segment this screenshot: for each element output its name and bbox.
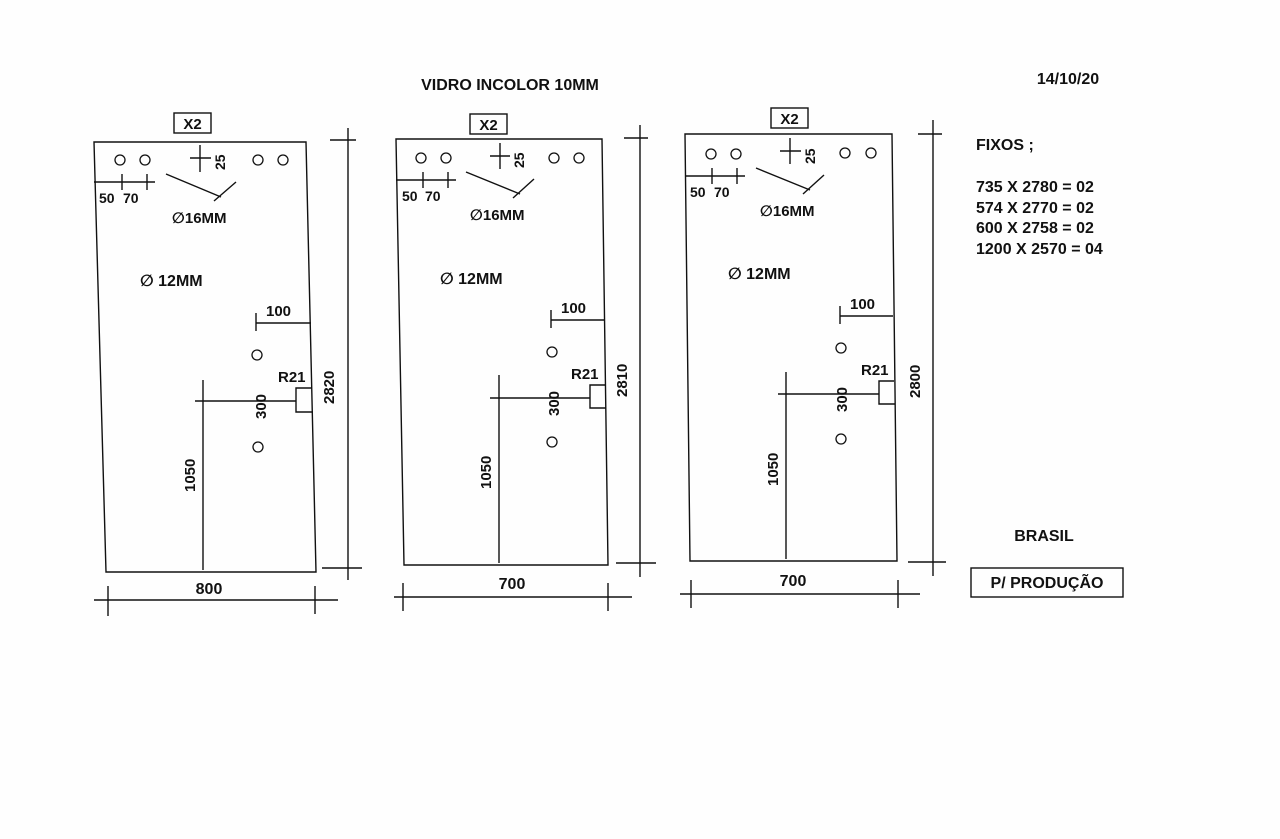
hole-spacing-label-70: 70 <box>714 184 730 200</box>
top-hole-right-2 <box>277 154 289 166</box>
leader-line <box>802 174 825 195</box>
handle-spacing-label: 300 <box>834 387 851 412</box>
hole-spacing-label-50: 50 <box>99 190 115 206</box>
fixos-heading: FIXOS ; <box>976 137 1034 154</box>
top-hole-right-1 <box>839 147 851 159</box>
leader-line <box>465 171 521 195</box>
fixed-panels-list: FIXOS ; 735 X 2780 = 02 574 X 2770 = 02 … <box>976 137 1103 258</box>
top-hole-left-2 <box>730 148 742 160</box>
top-hole-left-2 <box>440 152 452 164</box>
fixos-item-4: 1200 X 2570 = 04 <box>976 241 1103 258</box>
radius-label: R21 <box>278 369 306 386</box>
handle-hole-bottom <box>546 436 558 448</box>
panel-outline <box>684 133 898 562</box>
top-hole-left-1 <box>415 152 427 164</box>
radius-label: R21 <box>861 362 889 379</box>
top-hole-right-2 <box>573 152 585 164</box>
panel-height-label: 2800 <box>907 365 924 398</box>
notch-r21 <box>589 384 606 409</box>
fixos-item-3: 600 X 2758 = 02 <box>976 220 1094 237</box>
top-hole-left-1 <box>705 148 717 160</box>
glass-panel-3: X2 50 70 25 ∅16MM ∅ 12MM 100 R21 <box>680 107 946 608</box>
notch-r21 <box>295 387 313 413</box>
quantity-label: X2 <box>479 117 497 134</box>
panel-height-label: 2820 <box>321 371 338 404</box>
handle-height-label: 1050 <box>765 453 782 486</box>
panel-outline <box>93 141 317 573</box>
fixos-item-1: 735 X 2780 = 02 <box>976 179 1094 196</box>
leader-line <box>165 173 222 198</box>
handle-hole-top <box>546 346 558 358</box>
top-hole-right-2 <box>865 147 877 159</box>
quantity-box <box>173 112 212 134</box>
leader-line <box>512 178 535 199</box>
handle-hole-top <box>251 349 263 361</box>
glass-panel-1: X2 50 70 25 ∅16MM ∅ 12MM 100 <box>93 112 362 616</box>
top-hole-right-1 <box>252 154 264 166</box>
production-stamp-box <box>970 567 1124 598</box>
big-hole-label: ∅16MM <box>470 207 525 224</box>
handle-hole-bottom <box>835 433 847 445</box>
small-hole-label: ∅ 12MM <box>440 271 503 288</box>
big-hole-label: ∅16MM <box>172 210 227 227</box>
top-offset-label: 25 <box>212 154 228 170</box>
handle-spacing-label: 300 <box>546 391 563 416</box>
edge-offset-label: 100 <box>266 303 291 320</box>
handle-height-label: 1050 <box>478 456 495 489</box>
production-stamp: P/ PRODUÇÃO <box>991 572 1104 592</box>
panel-outline <box>395 138 609 566</box>
panel-width-label: 700 <box>499 576 526 593</box>
radius-label: R21 <box>571 366 599 383</box>
panel-height-label: 2810 <box>614 364 631 397</box>
quantity-box <box>469 113 508 135</box>
top-hole-left-2 <box>139 154 151 166</box>
glass-panel-2: X2 50 70 25 ∅16MM ∅ 12MM 100 R21 <box>394 113 656 611</box>
leader-line <box>213 181 237 202</box>
fixos-item-2: 574 X 2770 = 02 <box>976 200 1094 217</box>
edge-offset-label: 100 <box>850 296 875 313</box>
leader-line <box>755 167 811 191</box>
hole-spacing-label-70: 70 <box>123 190 139 206</box>
small-hole-label: ∅ 12MM <box>728 266 791 283</box>
handle-spacing-label: 300 <box>253 394 270 419</box>
handle-hole-bottom <box>252 441 264 453</box>
edge-offset-label: 100 <box>561 300 586 317</box>
top-hole-right-1 <box>548 152 560 164</box>
panel-width-label: 700 <box>780 573 807 590</box>
small-hole-label: ∅ 12MM <box>140 273 203 290</box>
hole-spacing-label-50: 50 <box>402 188 418 204</box>
quantity-label: X2 <box>780 111 798 128</box>
handle-height-label: 1050 <box>182 459 199 492</box>
big-hole-label: ∅16MM <box>760 203 815 220</box>
handle-hole-top <box>835 342 847 354</box>
quantity-label: X2 <box>183 116 201 133</box>
hole-spacing-label-50: 50 <box>690 184 706 200</box>
top-offset-label: 25 <box>802 148 818 164</box>
sheet-title: VIDRO INCOLOR 10MM <box>421 77 599 94</box>
panel-width-label: 800 <box>196 581 223 598</box>
notch-r21 <box>878 380 895 405</box>
quantity-box <box>770 107 809 129</box>
top-offset-label: 25 <box>511 152 527 168</box>
hole-spacing-label-70: 70 <box>425 188 441 204</box>
country-label: BRASIL <box>1014 528 1074 545</box>
sheet-date: 14/10/20 <box>1037 71 1099 88</box>
top-hole-left-1 <box>114 154 126 166</box>
